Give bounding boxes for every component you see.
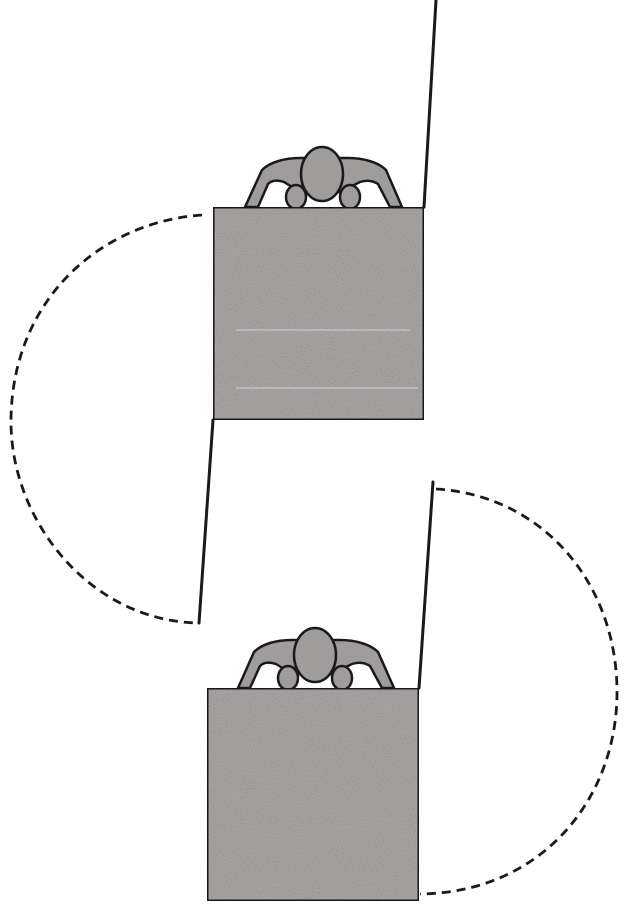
upper-lower-panel-line: [199, 420, 213, 623]
lower-person-left-hand: [278, 666, 298, 690]
lower-figure-group: [207, 482, 617, 901]
lower-swing-arc: [420, 489, 617, 894]
upper-person-right-hand: [340, 185, 360, 209]
upper-swing-arc: [11, 215, 202, 623]
lower-person-head: [294, 628, 336, 682]
upper-figure-group: [11, 0, 436, 623]
upper-person-head: [301, 147, 343, 201]
upper-person-icon: [245, 147, 402, 209]
lower-person-icon: [238, 628, 394, 690]
lower-box: [207, 688, 419, 901]
lower-person-right-hand: [332, 666, 352, 690]
lower-panel-line: [419, 482, 433, 688]
upper-panel-line: [424, 0, 436, 207]
